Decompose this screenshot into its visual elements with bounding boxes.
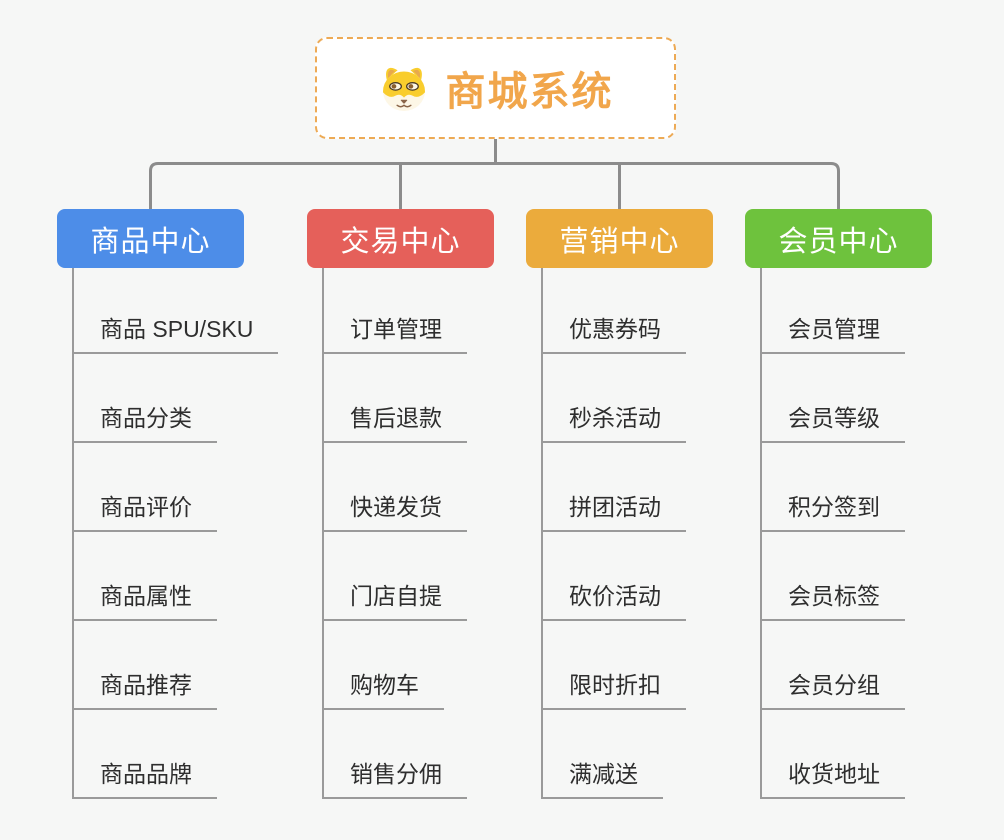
leaf-topic[interactable]: 销售分佣	[322, 755, 467, 799]
leaf-topic[interactable]: 限时折扣	[541, 666, 686, 710]
leaf-topic[interactable]: 收货地址	[760, 755, 905, 799]
branch-children-member-center: 会员管理 会员等级 积分签到 会员标签 会员分组 收货地址	[760, 268, 1000, 799]
leaf-topic[interactable]: 商品评价	[72, 488, 217, 532]
dog-face-icon	[382, 67, 425, 111]
leaf-topic[interactable]: 商品 SPU/SKU	[72, 310, 279, 354]
leaf-topic[interactable]: 商品推荐	[72, 666, 217, 710]
leaf-topic[interactable]: 商品品牌	[72, 755, 217, 799]
leaf-topic[interactable]: 优惠券码	[541, 310, 686, 354]
leaf-topic[interactable]: 订单管理	[322, 310, 467, 354]
leaf-topic[interactable]: 会员管理	[760, 310, 905, 354]
leaf-topic[interactable]: 会员等级	[760, 399, 905, 443]
leaf-topic[interactable]: 秒杀活动	[541, 399, 686, 443]
leaf-topic[interactable]: 砍价活动	[541, 577, 686, 621]
leaf-topic[interactable]: 门店自提	[322, 577, 467, 621]
leaf-topic[interactable]: 拼团活动	[541, 488, 686, 532]
branch-children-product-center: 商品 SPU/SKU 商品分类 商品评价 商品属性 商品推荐 商品品牌	[72, 268, 312, 799]
leaf-topic[interactable]: 会员分组	[760, 666, 905, 710]
leaf-topic[interactable]: 积分签到	[760, 488, 905, 532]
leaf-topic[interactable]: 商品分类	[72, 399, 217, 443]
branch-topic-trade-center[interactable]: 交易中心	[307, 209, 494, 268]
root-topic-mall-system[interactable]: 商城系统	[315, 37, 676, 139]
leaf-topic[interactable]: 会员标签	[760, 577, 905, 621]
branch-topic-marketing-center[interactable]: 营销中心	[526, 209, 713, 268]
branch-topic-product-center[interactable]: 商品中心	[57, 209, 244, 268]
leaf-topic[interactable]: 商品属性	[72, 577, 217, 621]
leaf-topic[interactable]: 满减送	[541, 755, 663, 799]
connector-bus	[149, 162, 840, 210]
leaf-topic[interactable]: 快递发货	[322, 488, 467, 532]
branch-topic-member-center[interactable]: 会员中心	[745, 209, 932, 268]
branch-children-trade-center: 订单管理 售后退款 快递发货 门店自提 购物车 销售分佣	[322, 268, 562, 799]
branch-children-marketing-center: 优惠券码 秒杀活动 拼团活动 砍价活动 限时折扣 满减送	[541, 268, 781, 799]
leaf-topic[interactable]: 售后退款	[322, 399, 467, 443]
root-topic-title: 商城系统	[445, 70, 614, 114]
leaf-topic[interactable]: 购物车	[322, 666, 444, 710]
